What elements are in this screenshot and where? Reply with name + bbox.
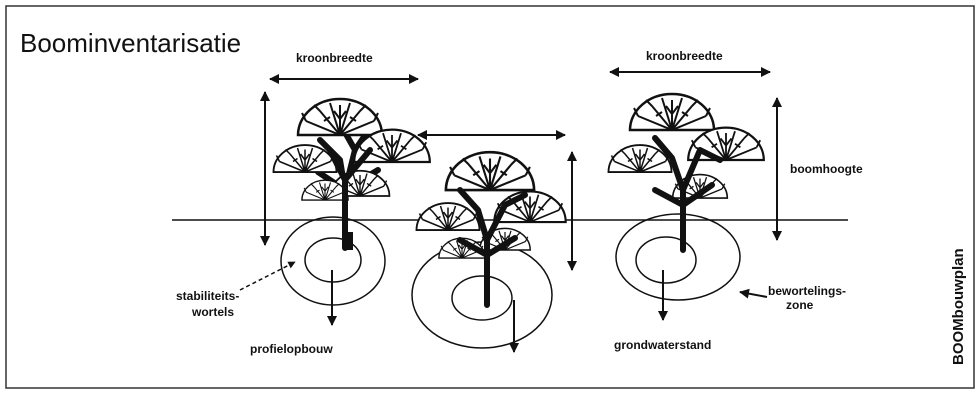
stability-roots-pointer	[240, 262, 295, 290]
crown-width-label-1: kroonbreedte	[296, 51, 373, 65]
stability-roots-label-line2: wortels	[191, 305, 234, 319]
frame	[6, 6, 974, 388]
tree-3	[609, 94, 764, 300]
tree-height-label: boomhoogte	[790, 162, 863, 176]
tree-3-inner-roots	[636, 237, 696, 283]
side-label: BOOMbouwplan	[950, 248, 967, 365]
tree-2-inner-roots	[452, 276, 512, 320]
rooting-zone-label-line2: zone	[786, 298, 814, 312]
tree-3-root-zone	[616, 214, 740, 300]
tree-1	[274, 99, 430, 305]
stability-roots-label-line1: stabiliteits-	[176, 289, 239, 303]
crown-width-label-2: kroonbreedte	[646, 49, 723, 63]
title: Boominventarisatie	[20, 28, 241, 58]
rooting-zone-label-line1: bewortelings-	[768, 284, 846, 298]
rooting-zone-pointer	[740, 292, 767, 297]
groundwater-label: grondwaterstand	[614, 338, 711, 352]
soil-profile-label: profielopbouw	[250, 342, 333, 356]
tree-2	[412, 152, 566, 348]
